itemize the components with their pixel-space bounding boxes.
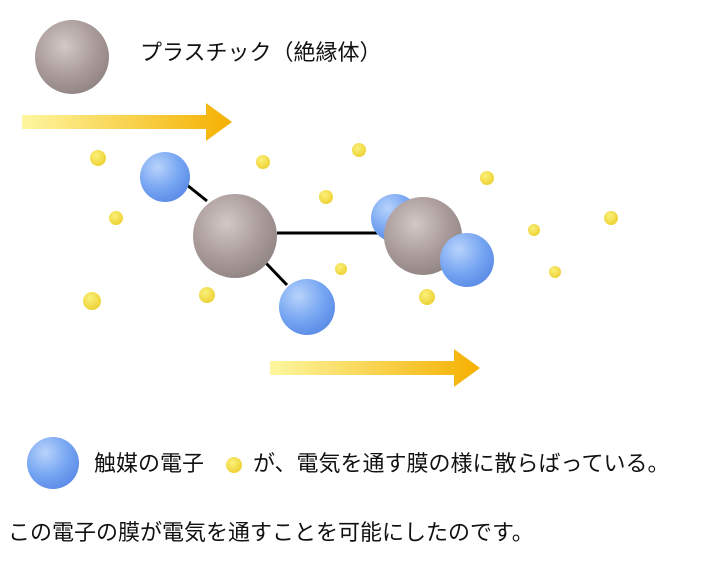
yellow-particle — [549, 266, 561, 278]
electron-sphere — [140, 152, 190, 202]
yellow-particle — [83, 292, 101, 310]
yellow-particle — [352, 143, 366, 157]
flow-arrow-bottom — [270, 349, 480, 387]
electron-legend-sphere — [27, 437, 79, 489]
yellow-particle — [419, 289, 435, 305]
yellow-particle — [528, 224, 540, 236]
bond-line — [263, 260, 289, 287]
electron-legend-label: 触媒の電子 — [94, 452, 205, 477]
particle-legend-label: が、電気を通す膜の様に散らばっている。 — [253, 452, 670, 477]
flow-arrow-top — [22, 103, 232, 141]
yellow-particle — [604, 211, 618, 225]
caption: この電子の膜が電気を通すことを可能にしたのです。 — [8, 521, 534, 546]
bond-line — [186, 183, 208, 203]
yellow-particle — [90, 150, 106, 166]
yellow-particle — [199, 287, 215, 303]
plastic-sphere — [193, 194, 277, 278]
yellow-particle — [256, 155, 270, 169]
yellow-particle — [319, 190, 333, 204]
plastic-legend-label: プラスチック（絶縁体） — [140, 41, 382, 66]
plastic-legend-sphere — [35, 20, 109, 94]
yellow-particle — [109, 211, 123, 225]
particle-legend-dot — [226, 457, 242, 473]
yellow-particle — [480, 171, 494, 185]
yellow-particle — [335, 263, 347, 275]
bonds — [186, 183, 392, 287]
electron-sphere — [440, 233, 494, 287]
electron-sphere — [279, 279, 335, 335]
yellow-particles — [83, 143, 618, 310]
